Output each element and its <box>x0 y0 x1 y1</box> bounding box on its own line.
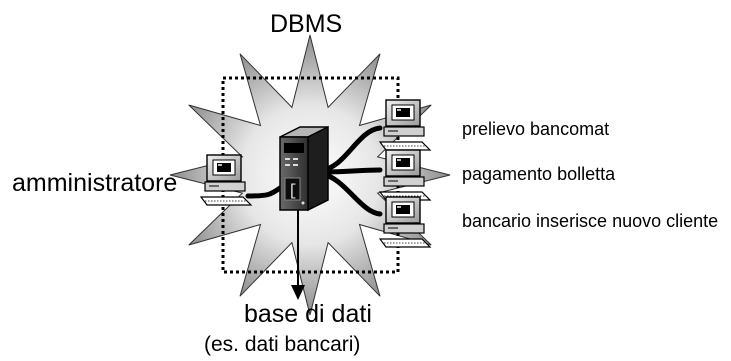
arrow-down-icon <box>291 200 305 300</box>
operation-label: bancario inserisce nuovo cliente <box>462 211 719 231</box>
workstation-icon <box>379 196 431 248</box>
database-label: base di dati <box>244 300 372 328</box>
database-caption: (es. dati bancari) <box>204 333 361 356</box>
operation-label: pagamento bolletta <box>462 164 616 184</box>
admin-label: amministratore <box>12 169 178 197</box>
dbms-title: DBMS <box>270 10 343 38</box>
svg-text:[: [ <box>288 182 298 200</box>
server-icon: [ <box>279 125 329 212</box>
operation-label: prelievo bancomat <box>462 119 610 139</box>
